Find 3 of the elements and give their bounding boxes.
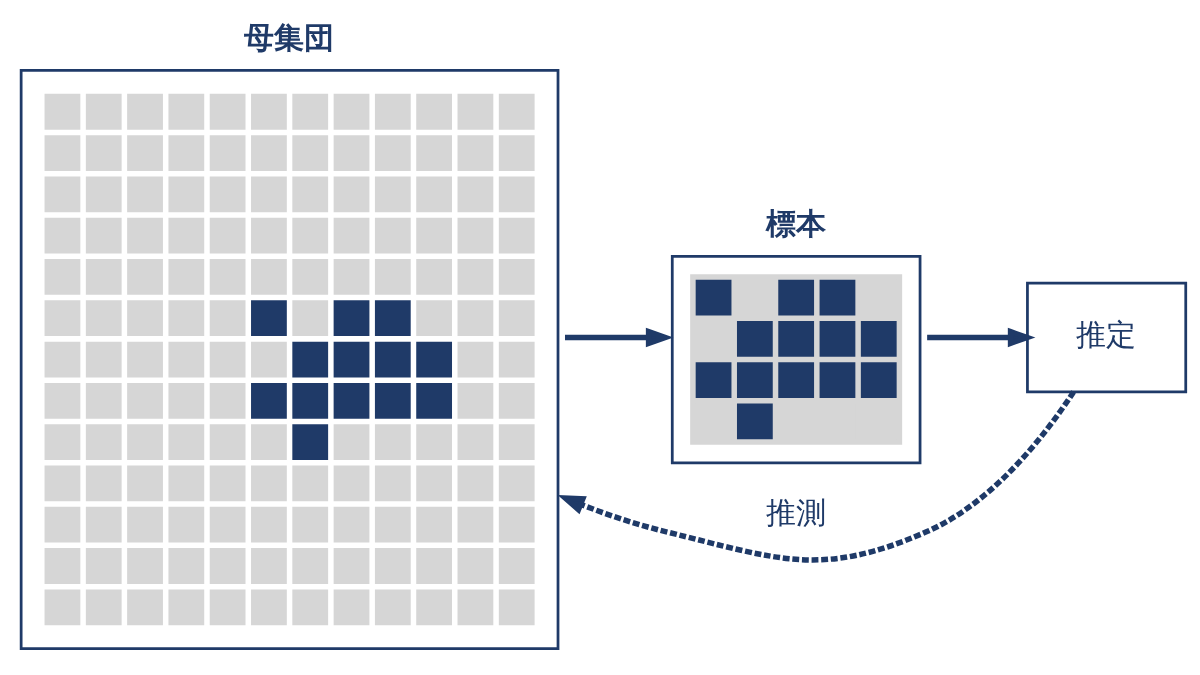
node-label: 標本 bbox=[765, 205, 826, 241]
edge-label: 推測 bbox=[765, 494, 826, 530]
node-label: 母集団 bbox=[244, 19, 335, 55]
